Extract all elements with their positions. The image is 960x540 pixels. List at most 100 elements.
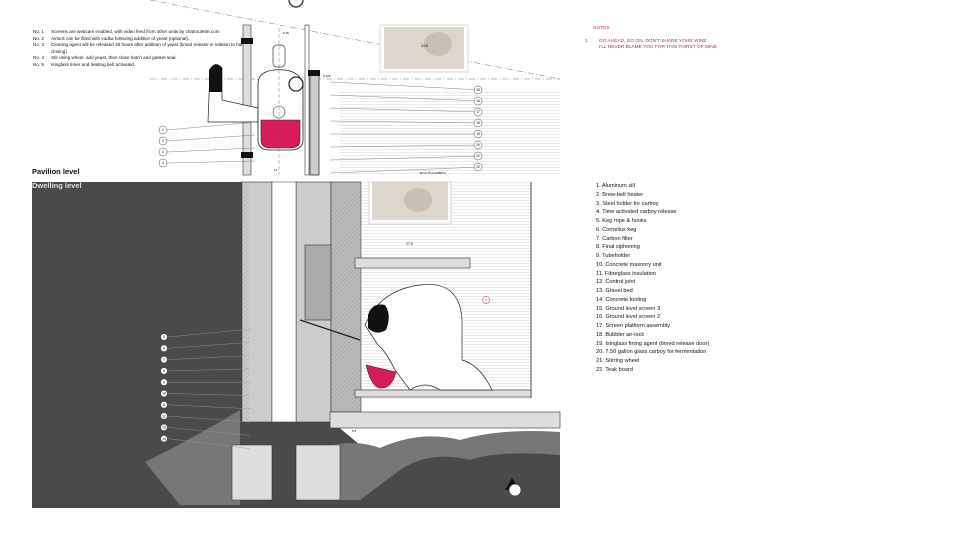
gravel-bed-right: [330, 431, 560, 500]
legend-item: 8. Final siphoning: [596, 244, 640, 251]
callout-number: 21: [476, 154, 480, 158]
legend-item: 6. Cornelius keg: [596, 226, 637, 233]
callout-circle: [473, 129, 483, 139]
leader-line: [166, 147, 256, 153]
leader-line: [329, 94, 483, 102]
callout-number: 4: [162, 161, 164, 165]
callout-circle: [160, 401, 168, 409]
callout-number: 10: [162, 392, 166, 396]
legend-item: 22. Teak board: [596, 366, 633, 373]
callout-circle: [473, 107, 483, 117]
teak-board-lines: [340, 90, 560, 175]
shaft: [271, 181, 297, 423]
leader-line: [167, 368, 251, 372]
callout-circle: [473, 162, 483, 172]
legend-item: 5. Keg rope & hooks: [596, 218, 647, 224]
gravel-bed-left: [145, 410, 240, 505]
callout-circle: [160, 356, 168, 364]
note-row: I'LL NEVER BLAME YOU FOR THIS THIRST OF …: [599, 44, 717, 50]
callout-circle: [160, 378, 168, 386]
leader-line: [329, 120, 483, 124]
legend-item: 13. Gravel bed: [596, 288, 633, 294]
wine-bowl: [365, 364, 397, 389]
callout-circle: [158, 125, 168, 135]
legend-item: 14. Concrete footing: [596, 296, 647, 303]
legend-item: 3. Steel holder for carboy: [596, 200, 659, 207]
leader-line: [167, 415, 251, 423]
legend-item: 12. Control joint: [596, 279, 636, 286]
leader-line: [166, 134, 256, 142]
legend-item: 1. Aluminum sill: [596, 183, 635, 189]
svg-text:5.25: 5.25: [283, 31, 289, 35]
callout-number: 12: [162, 414, 166, 418]
wine-in-carboy: [260, 119, 301, 149]
leader-line: [167, 355, 251, 360]
callout-number: 18: [476, 121, 480, 125]
note-marker: [482, 296, 490, 304]
callout-circle: [160, 412, 168, 420]
callout-number: 14: [162, 437, 166, 441]
legend-item: 18. Bubbler air-lock: [596, 331, 645, 338]
glove: [209, 64, 222, 92]
callout-circle: [158, 147, 168, 157]
callout-circle: [160, 435, 168, 443]
leader-line: [329, 166, 483, 174]
leader-line: [329, 107, 483, 113]
svg-text:6.5: 6.5: [352, 429, 357, 433]
callout-number: 7: [163, 358, 165, 362]
callout-number: 13: [162, 426, 166, 430]
legend-item: 17. Screen platform assembly: [596, 323, 670, 329]
svg-text:Ø 10.75 (CARBOY): Ø 10.75 (CARBOY): [420, 171, 446, 175]
leader-line: [167, 393, 251, 396]
bubbler-airlock: [272, 44, 286, 68]
callout-number: 3: [162, 150, 164, 154]
concrete-slab: [329, 411, 561, 429]
siphon-tube: [299, 319, 361, 341]
leader-line: [167, 404, 251, 409]
callout-circle: [160, 423, 168, 431]
callout-number: 11: [162, 403, 166, 407]
legend-item: 20. 7.50 gallon glass carboy for ferment…: [596, 349, 707, 356]
callout-circle: [160, 389, 168, 398]
callout-circle: [160, 344, 168, 352]
leader-line: [167, 427, 251, 436]
heater-coil: [288, 76, 304, 92]
callout-circle: [473, 118, 483, 128]
callout-number: 20: [476, 143, 480, 147]
notes-heading: NOTES: [593, 26, 610, 31]
legend-item: 21. Stirring wheel: [596, 358, 640, 364]
pavilion-wall-left: [242, 24, 252, 176]
callout-number: 9: [163, 380, 165, 384]
concrete-footing: [231, 444, 341, 501]
dwelling-level-section: 27.5 1 6.5: [32, 181, 561, 508]
callout-number: 2: [162, 139, 164, 143]
callout-number: 15: [476, 88, 480, 92]
callout-number: 22: [476, 165, 480, 169]
legend-item: 9. Tubeholder: [596, 253, 631, 259]
callout-number: 19: [476, 132, 480, 136]
legend-item: 19. Isinglass fining agent (timed releas…: [596, 340, 710, 347]
legend-item: 15. Ground level screen 3: [596, 305, 661, 312]
north-arrow-icon: [505, 478, 522, 497]
hair: [368, 304, 389, 333]
callout-circle: [160, 367, 168, 375]
legend-item: 11. Fibreglass insulation: [596, 270, 656, 277]
component-legend: 1. Aluminum sill 2. Brew-belt heater 3. St…: [596, 182, 709, 375]
svg-text:24.5: 24.5: [421, 44, 428, 48]
callout-number: 17: [476, 110, 480, 114]
kneeling-figure: [364, 284, 493, 391]
leader-line: [167, 328, 251, 338]
svg-text:1: 1: [485, 299, 487, 303]
leader-line: [329, 155, 483, 161]
leader-line: [167, 438, 251, 449]
callout-number: 5: [163, 335, 165, 339]
legend-item: 16. Ground level screen 2: [596, 314, 661, 321]
legend-item: 2. Brew-belt heater: [596, 191, 644, 198]
